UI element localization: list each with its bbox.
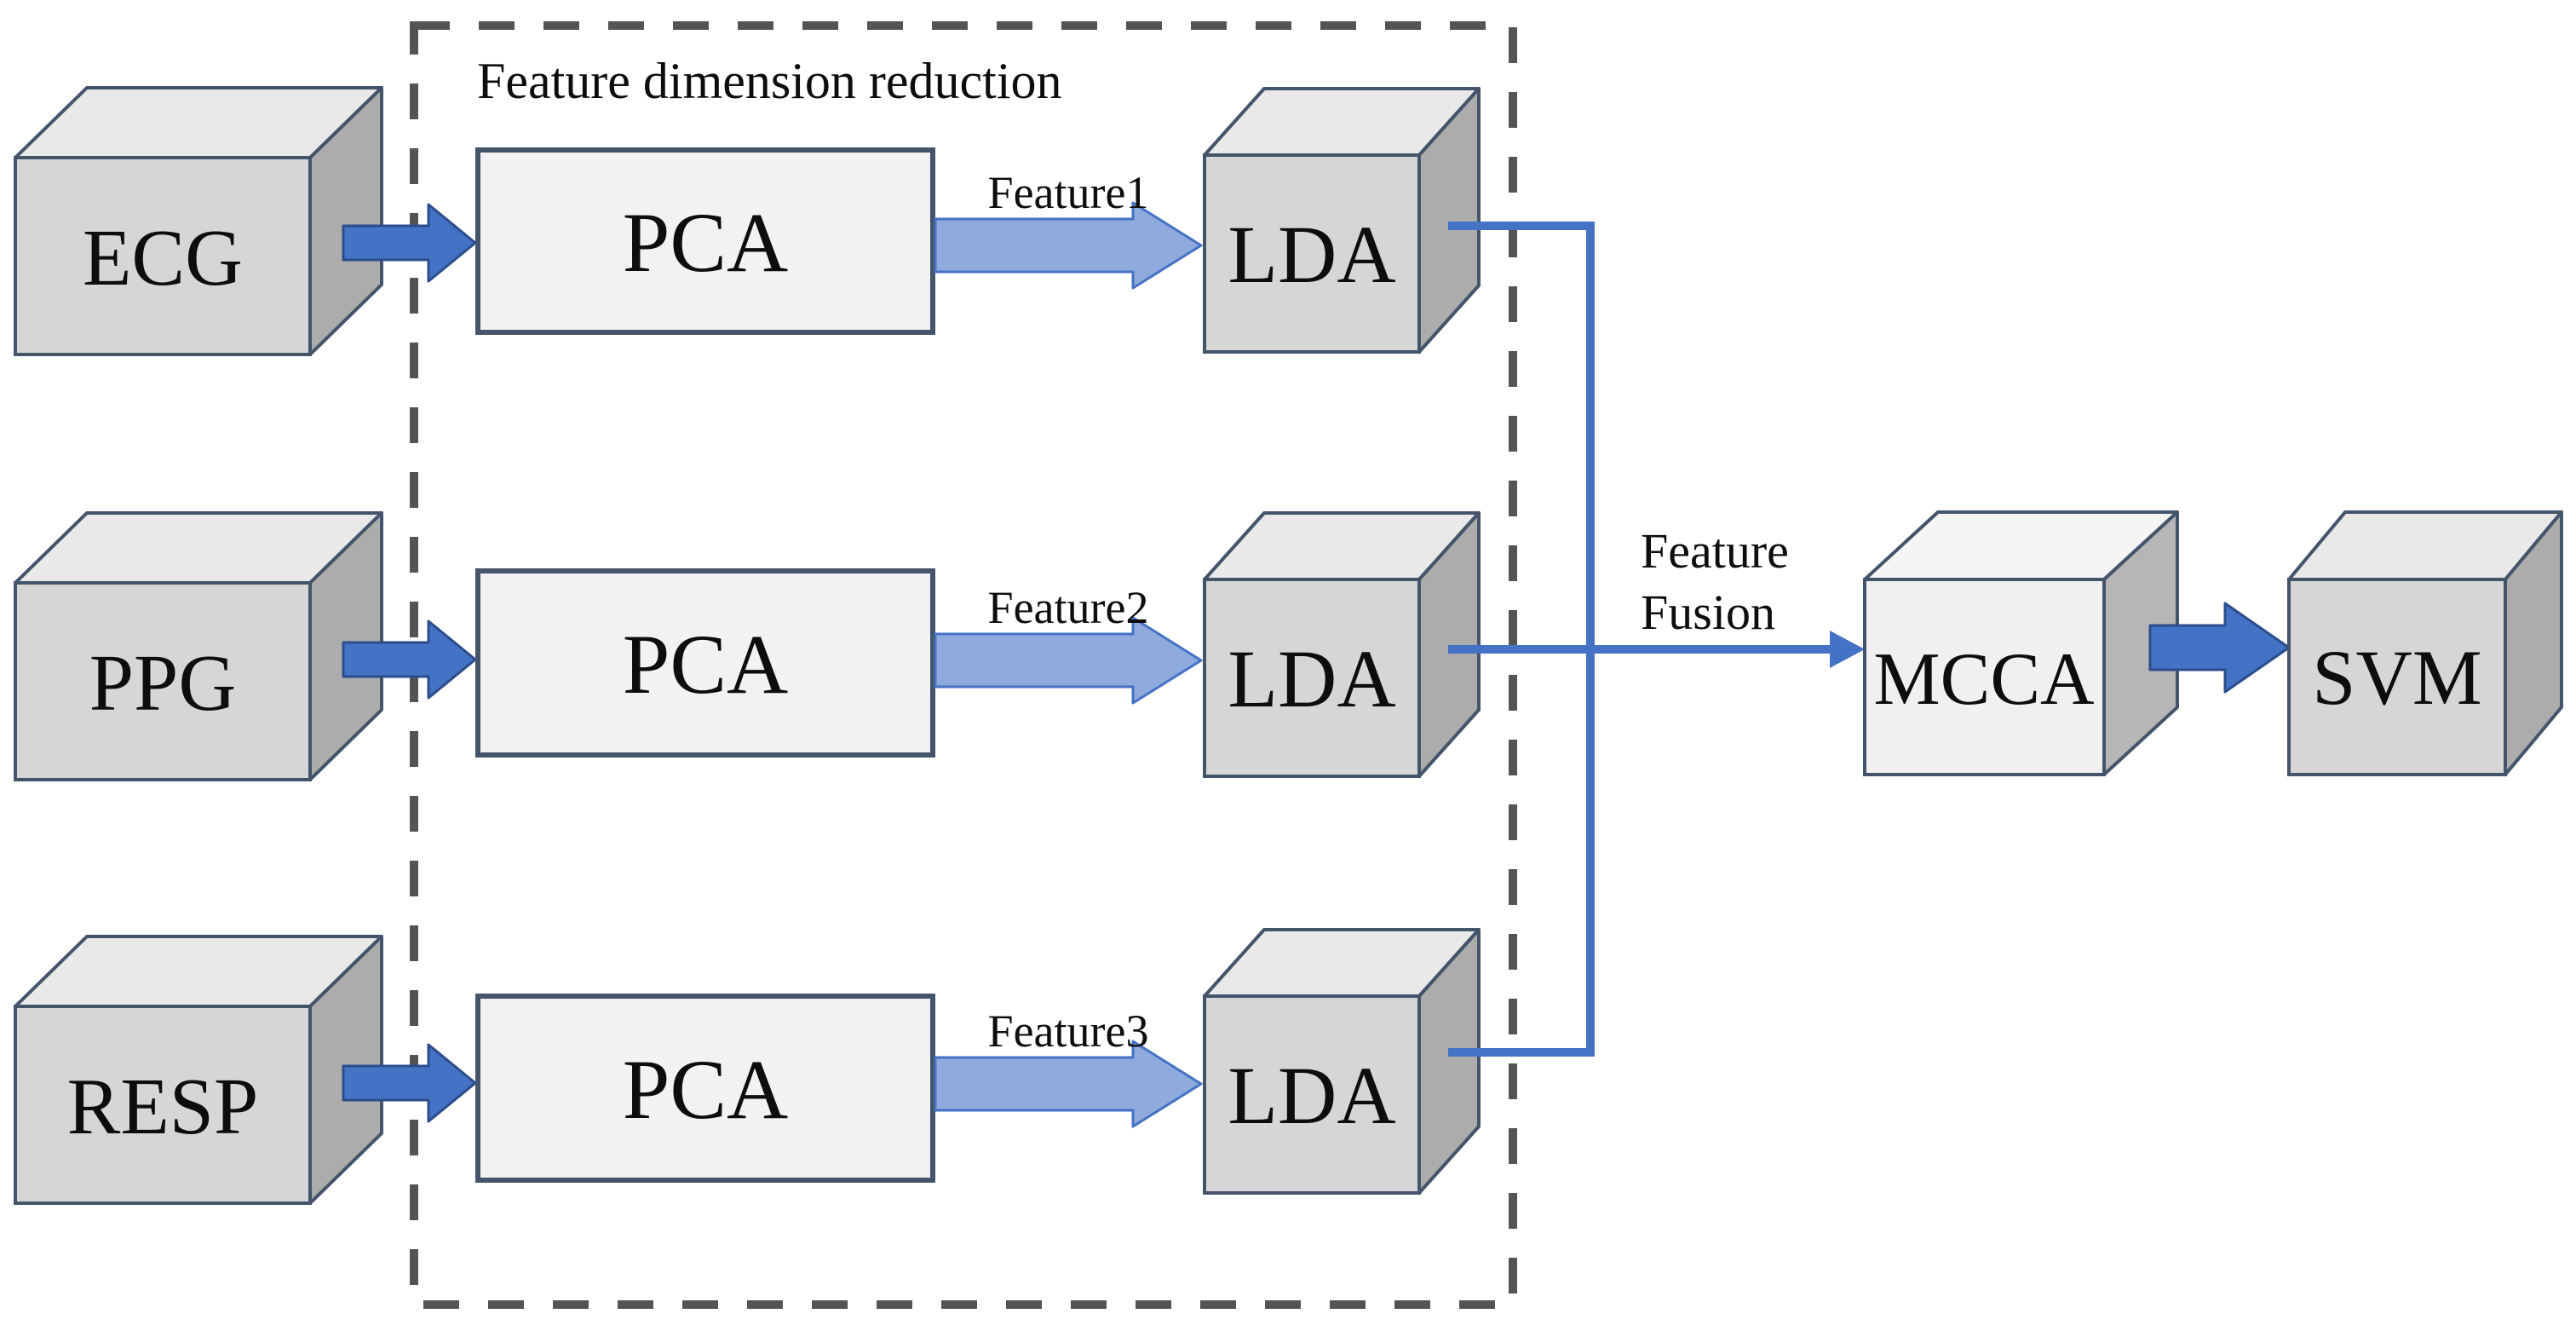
resp-label: RESP: [67, 1063, 259, 1151]
lda1-cube-front-face: [1203, 153, 1421, 354]
mcca-label: MCCA: [1873, 638, 2094, 721]
lda3-label: LDA: [1228, 1050, 1395, 1141]
ecg-label: ECG: [83, 214, 243, 302]
pca-label-2: PCA: [623, 617, 789, 712]
resp-cube-front-face: [14, 1005, 312, 1205]
feature2-label: Feature2: [988, 582, 1149, 633]
ecg-cube-front-face: [14, 156, 312, 356]
pca-box-3: [475, 994, 935, 1183]
fusion-arrowhead: [1830, 631, 1865, 668]
feature3-arrow: [934, 1040, 1203, 1128]
mcca-cube: MCCA: [1863, 510, 2179, 776]
feature1-label: Feature1: [988, 167, 1149, 218]
lda3-cube-front-face: [1203, 994, 1421, 1195]
feature-fusion-label-line1: Feature: [1641, 523, 1789, 579]
feature1-arrow: [934, 201, 1203, 290]
feature2-arrow: [934, 616, 1203, 705]
ppg-cube-front-face: [14, 581, 312, 781]
pca-box-1: [475, 147, 935, 335]
fusion-bracket-connector: [1448, 222, 1595, 1057]
lda1-label: LDA: [1228, 209, 1395, 300]
lda-cube-2: LDA: [1203, 511, 1481, 778]
svm-label: SVM: [2312, 634, 2481, 721]
region-label: Feature dimension reduction: [477, 53, 1061, 109]
mcca-cube-front-face: [1863, 578, 2106, 776]
svm-cube-front-face: [2287, 578, 2507, 776]
input-cube-ppg: PPG: [14, 511, 383, 781]
input-cube-ecg: ECG: [14, 86, 383, 356]
svm-cube: SVM: [2287, 510, 2563, 776]
mcca-to-svm-arrow: [2148, 602, 2291, 694]
lda-cube-3: LDA: [1203, 928, 1481, 1195]
feature-dimension-reduction-region: [410, 21, 1517, 1309]
input-cube-resp: RESP: [14, 935, 383, 1205]
lda-cube-1: LDA: [1203, 87, 1481, 354]
lda2-cube-front-face: [1203, 578, 1421, 778]
feature3-label: Feature3: [988, 1005, 1149, 1057]
ppg-to-pca-arrow: [342, 619, 477, 700]
pca-box-2: [475, 568, 935, 758]
lda2-label: LDA: [1228, 633, 1395, 724]
resp-to-pca-arrow: [342, 1043, 477, 1123]
pca-label-1: PCA: [623, 195, 789, 290]
ecg-to-pca-arrow: [342, 203, 477, 283]
pca-label-3: PCA: [623, 1042, 789, 1137]
ppg-label: PPG: [89, 639, 236, 728]
feature-fusion-label-line2: Fusion: [1641, 585, 1775, 640]
